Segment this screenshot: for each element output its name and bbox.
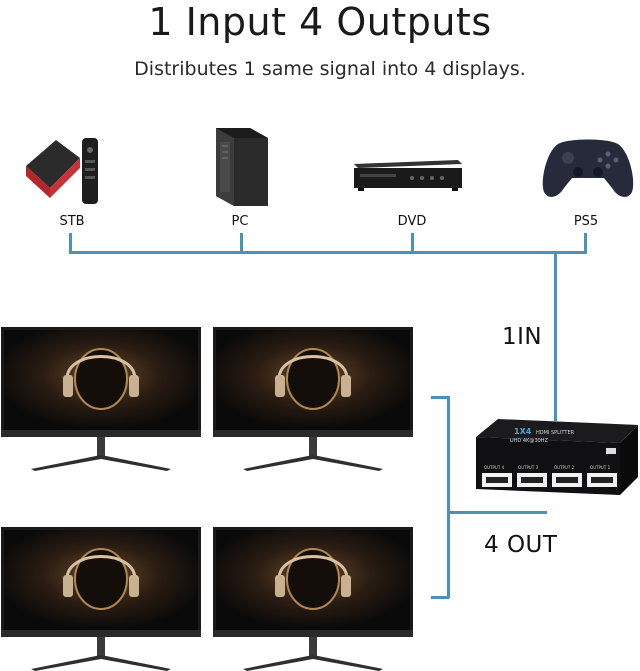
page-title: 1 Input 4 Outputs — [148, 0, 492, 44]
splitter-port-label-1: OUTPUT 1 — [590, 465, 611, 470]
output-line — [447, 511, 547, 514]
hdmi-splitter: 1X4 HDMI SPLITTER UHD 4K@30HZ OUTPUT 4 O… — [470, 415, 640, 500]
output-label: 4 OUT — [484, 532, 558, 558]
dvd-player-icon — [350, 156, 465, 192]
source-label-ps5: PS5 — [573, 214, 599, 229]
pc-tower-icon — [210, 124, 274, 210]
source-label-stb: STB — [59, 214, 85, 229]
game-controller-icon — [538, 132, 638, 202]
input-line — [554, 251, 557, 421]
connector-line-stb — [69, 233, 72, 253]
source-label-pc: PC — [231, 214, 249, 229]
source-bus-line — [69, 251, 587, 254]
splitter-model-text: 1X4 — [514, 427, 532, 436]
page-subtitle: Distributes 1 same signal into 4 display… — [134, 58, 526, 80]
splitter-port-label-3: OUTPUT 3 — [518, 465, 539, 470]
monitor-display-3 — [1, 527, 201, 671]
splitter-spec-text: UHD 4K@30HZ — [510, 438, 548, 444]
splitter-port-label-2: OUTPUT 2 — [554, 465, 575, 470]
monitor-display-2 — [213, 327, 413, 472]
monitor-display-4 — [213, 527, 413, 671]
connector-line-dvd — [411, 233, 414, 253]
set-top-box-icon — [18, 128, 108, 208]
splitter-port-label-4: OUTPUT 4 — [484, 465, 505, 470]
splitter-brand-text: HDMI SPLITTER — [536, 430, 575, 436]
source-label-dvd: DVD — [397, 214, 427, 229]
input-label: 1IN — [502, 324, 543, 350]
output-bracket-top — [431, 396, 449, 399]
output-bracket-bottom — [431, 596, 449, 599]
output-bracket-vertical — [447, 396, 450, 598]
connector-line-ps5 — [584, 233, 587, 253]
connector-line-pc — [240, 233, 243, 253]
monitor-display-1 — [1, 327, 201, 472]
